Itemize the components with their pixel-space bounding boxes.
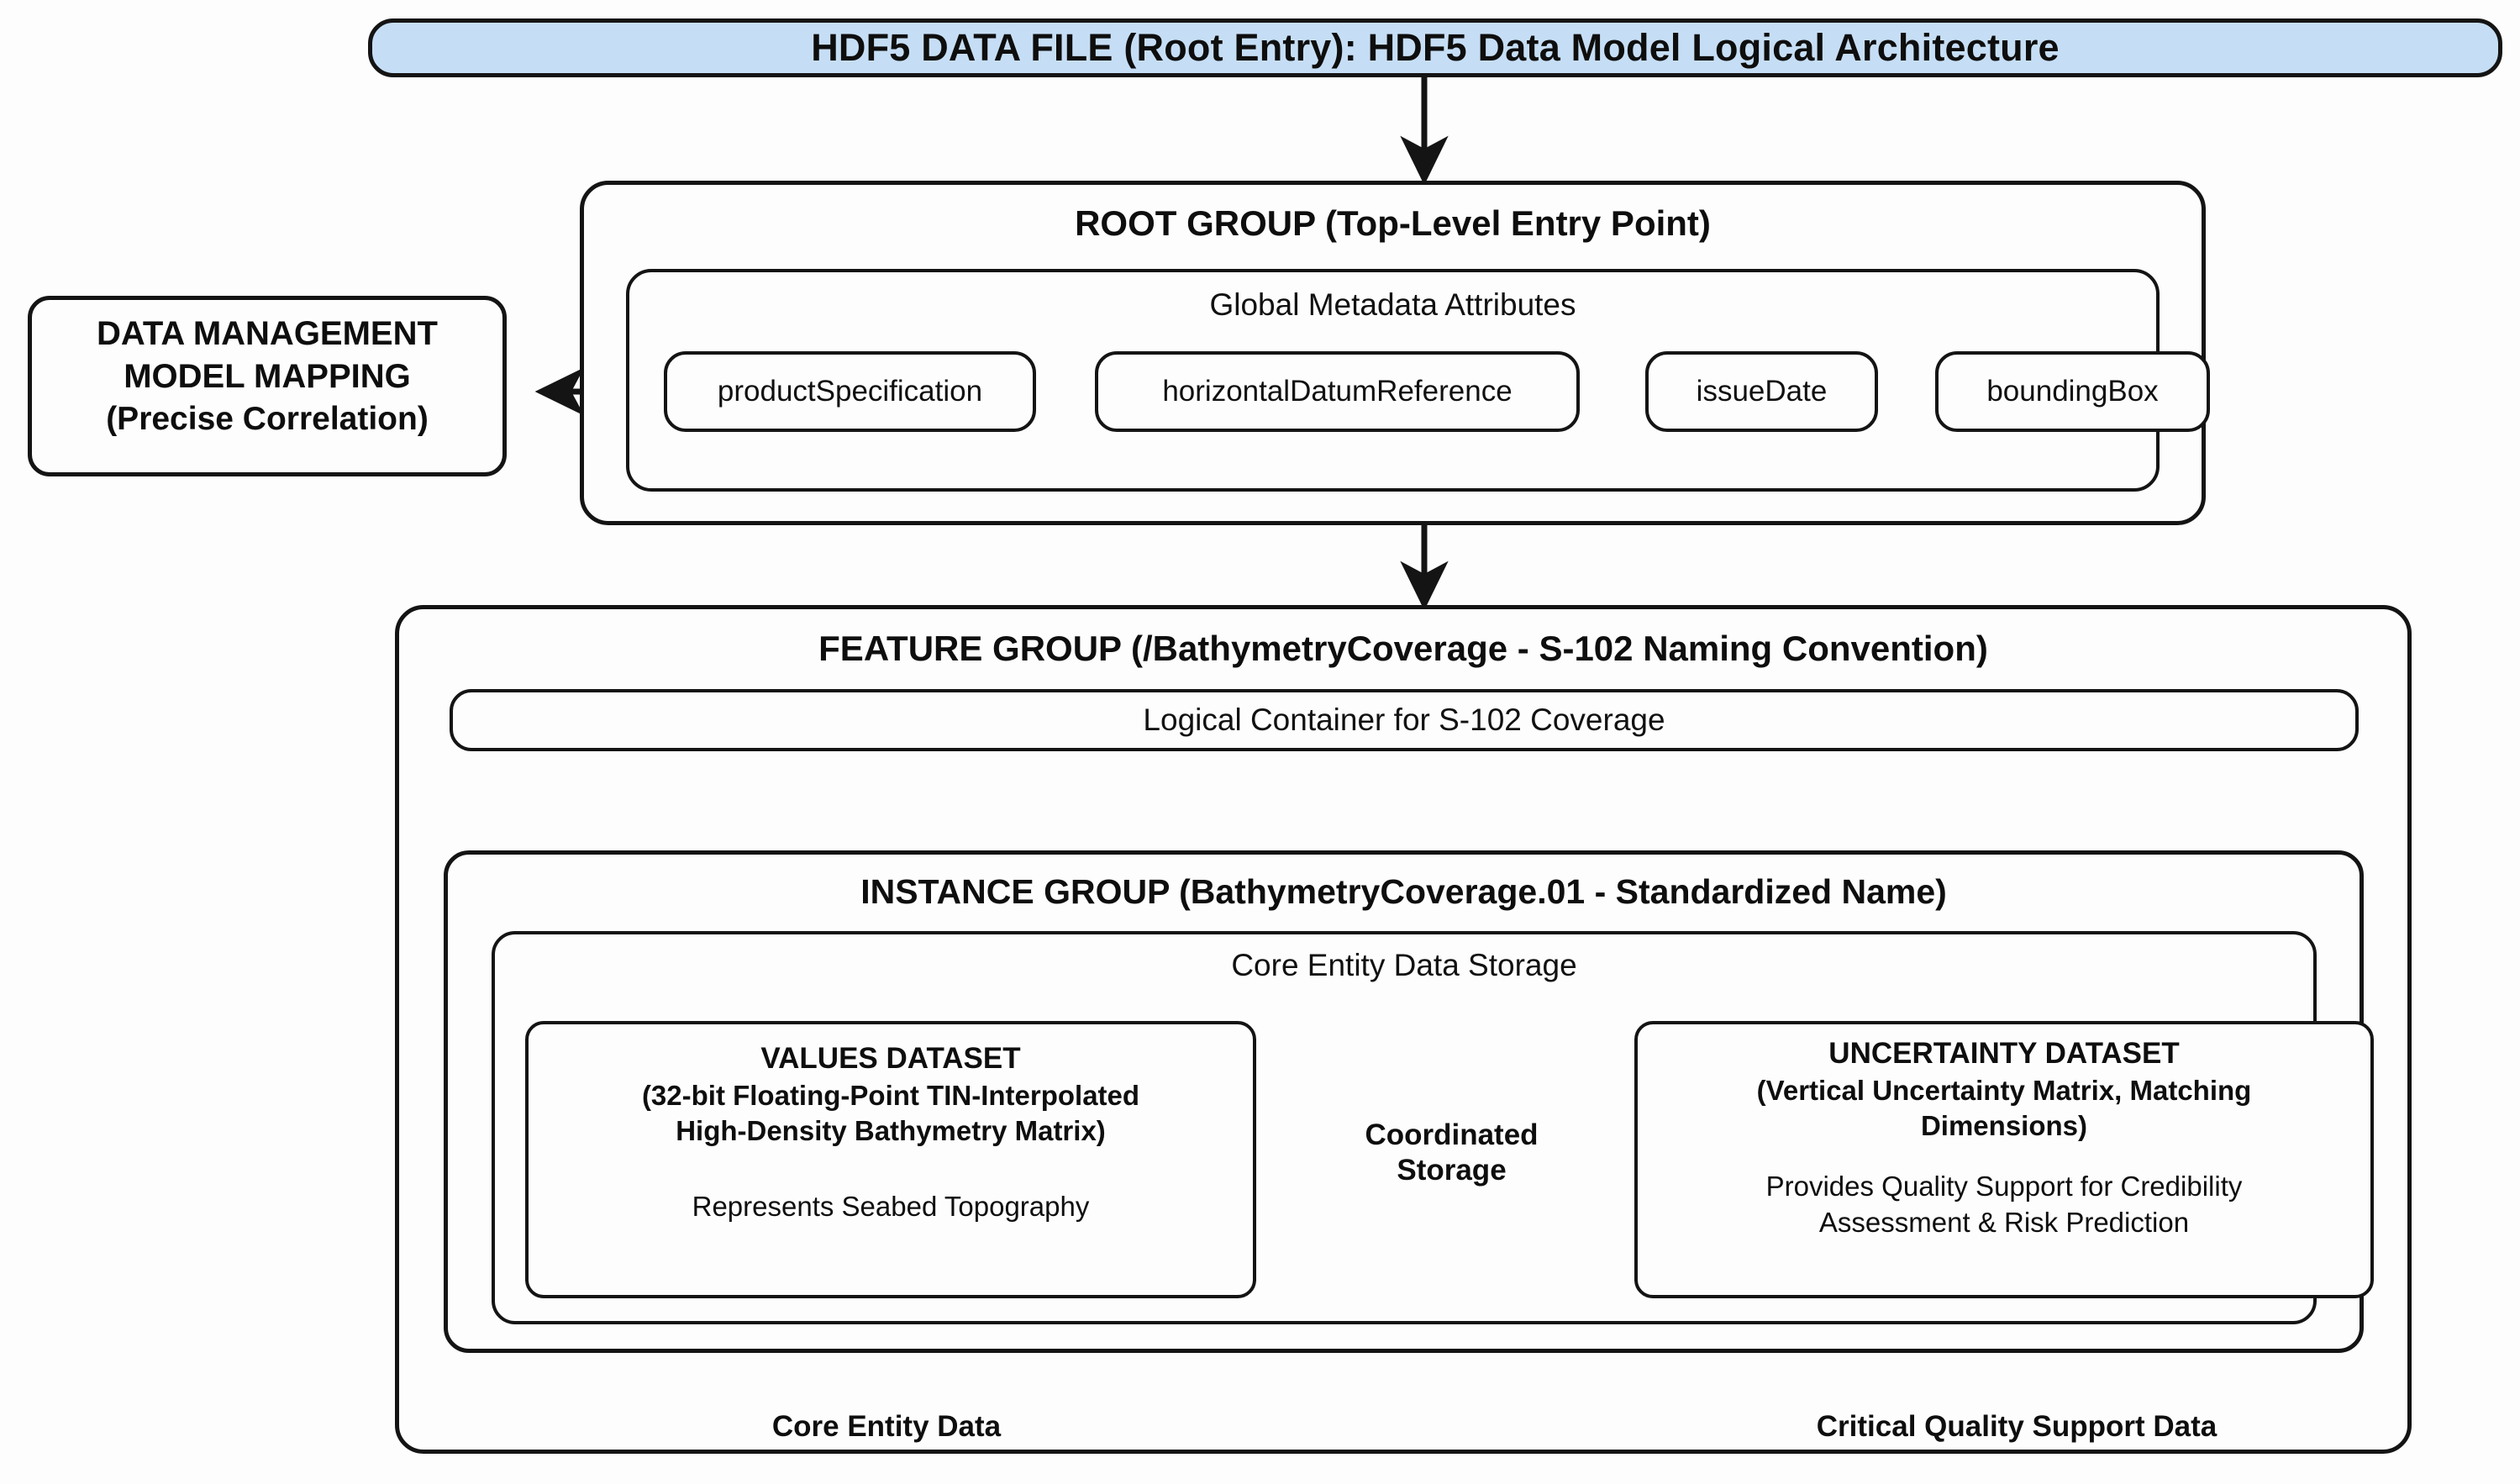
- values-dataset-spec-line-2: High-Density Bathymetry Matrix): [676, 1115, 1106, 1147]
- mapping-box-text: DATA MANAGEMENT MODEL MAPPING (Precise C…: [28, 313, 507, 440]
- root-group-header: ROOT GROUP (Top-Level Entry Point): [1075, 203, 1711, 243]
- logical-container-label: Logical Container for S-102 Coverage: [1143, 703, 1665, 737]
- output-label-critical-quality-support-data: Critical Quality Support Data: [1816, 1410, 2217, 1443]
- uncertainty-dataset-note-line-2: Assessment & Risk Prediction: [1818, 1206, 2190, 1238]
- attribute-chip-label: productSpecification: [717, 375, 983, 408]
- coordinated-storage-label: Coordinated Storage: [1311, 1118, 1592, 1188]
- attribute-chip-label: boundingBox: [1986, 375, 2159, 408]
- mapping-line-1: DATA MANAGEMENT: [97, 315, 438, 352]
- title-banner-text: HDF5 DATA FILE (Root Entry): HDF5 Data M…: [811, 26, 2060, 69]
- uncertainty-dataset-box: [1634, 1021, 2374, 1298]
- output-label-core-entity-data: Core Entity Data: [771, 1410, 1002, 1443]
- values-dataset-box: [525, 1021, 1256, 1298]
- core-entity-data-storage-label: Core Entity Data Storage: [1231, 948, 1577, 982]
- uncertainty-dataset-note-line-1: Provides Quality Support for Credibility: [1765, 1171, 2243, 1202]
- logical-container-box: [450, 689, 2359, 751]
- instance-group-header: INSTANCE GROUP (BathymetryCoverage.01 - …: [860, 872, 1947, 911]
- values-dataset-text: VALUES DATASET (32-bit Floating-Point TI…: [525, 1040, 1256, 1225]
- uncertainty-dataset-spec-line-1: (Vertical Uncertainty Matrix, Matching: [1756, 1074, 2252, 1106]
- values-dataset-note: Represents Seabed Topography: [692, 1191, 1090, 1223]
- attribute-chip-issueDate[interactable]: issueDate: [1645, 351, 1878, 432]
- data-management-model-mapping-box: [28, 296, 507, 476]
- attribute-chip-label: issueDate: [1696, 375, 1828, 408]
- attribute-chip-horizontalDatumReference[interactable]: horizontalDatumReference: [1095, 351, 1580, 432]
- attribute-chip-boundingBox[interactable]: boundingBox: [1935, 351, 2210, 432]
- attribute-chip-label: horizontalDatumReference: [1162, 375, 1513, 408]
- values-dataset-spec-line-1: (32-bit Floating-Point TIN-Interpolated: [641, 1079, 1140, 1111]
- mapping-line-3: (Precise Correlation): [106, 401, 429, 438]
- coordinated-storage-line-2: Storage: [1397, 1154, 1507, 1187]
- uncertainty-dataset-spec-line-2: Dimensions): [1920, 1110, 2088, 1142]
- uncertainty-dataset-title: UNCERTAINTY DATASET: [1828, 1037, 2180, 1070]
- values-dataset-title: VALUES DATASET: [760, 1042, 1021, 1075]
- title-banner: HDF5 DATA FILE (Root Entry): HDF5 Data M…: [368, 18, 2502, 77]
- mapping-line-2: MODEL MAPPING: [124, 358, 411, 396]
- feature-group-header: FEATURE GROUP (/BathymetryCoverage - S-1…: [818, 629, 1988, 668]
- uncertainty-dataset-text: UNCERTAINTY DATASET (Vertical Uncertaint…: [1634, 1035, 2374, 1240]
- coordinated-storage-line-1: Coordinated: [1365, 1118, 1539, 1151]
- attribute-chip-productSpecification[interactable]: productSpecification: [664, 351, 1036, 432]
- global-metadata-title: Global Metadata Attributes: [1209, 287, 1576, 322]
